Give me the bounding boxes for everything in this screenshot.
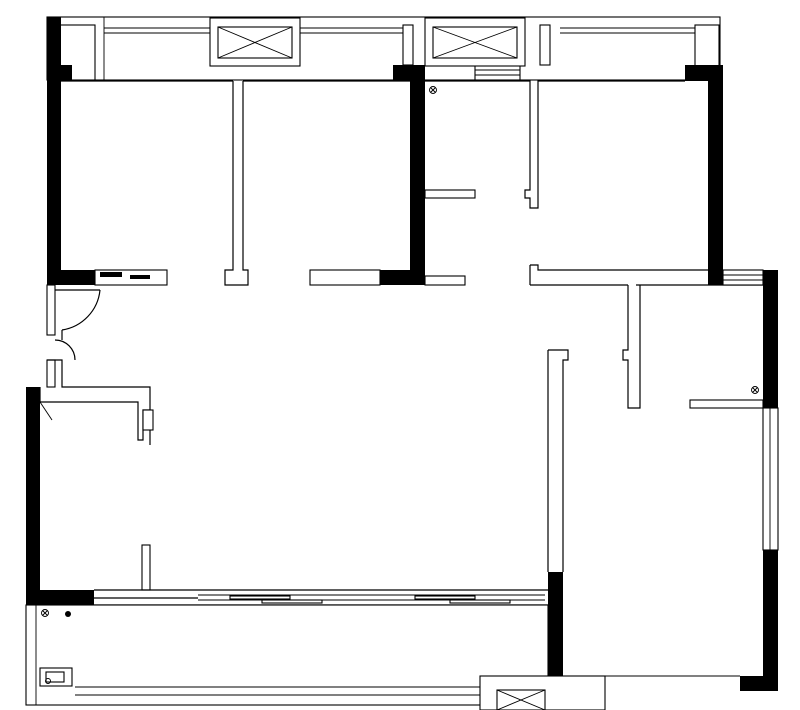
floor-drain-icon — [45, 678, 51, 684]
top-balcony-outline — [46, 16, 721, 81]
structural-walls — [26, 17, 778, 692]
bottom-balcony — [25, 604, 549, 706]
ac-unit-box-icon — [209, 17, 301, 67]
ceiling-drain-icon — [41, 609, 49, 617]
entry-door — [54, 289, 101, 361]
interior-walls — [39, 80, 779, 606]
ceiling-drain-icon — [751, 386, 759, 394]
ac-unit-box-icon — [424, 17, 526, 67]
ceiling-drain-icon — [429, 86, 437, 94]
ac-unit-box-icon — [479, 675, 740, 710]
floor-drain-icon — [65, 611, 71, 617]
